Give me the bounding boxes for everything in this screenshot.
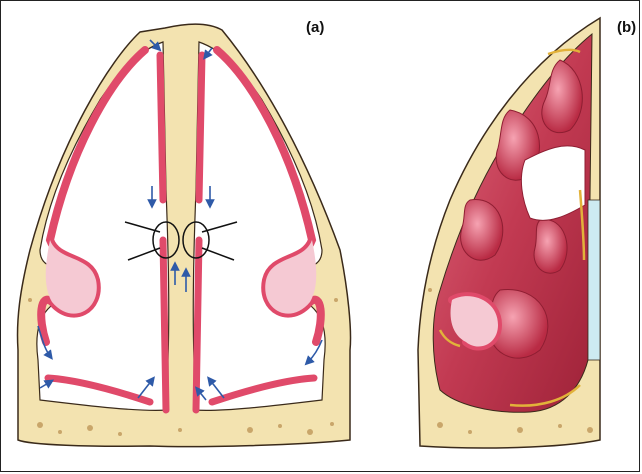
panel-a-label: (a) [306, 19, 324, 36]
panel-b-label: (b) [617, 19, 636, 36]
air-space [521, 146, 585, 220]
septum-plate [588, 200, 600, 360]
panel-a-coronal-section [18, 24, 351, 447]
panel-b-3d-section [418, 18, 600, 448]
